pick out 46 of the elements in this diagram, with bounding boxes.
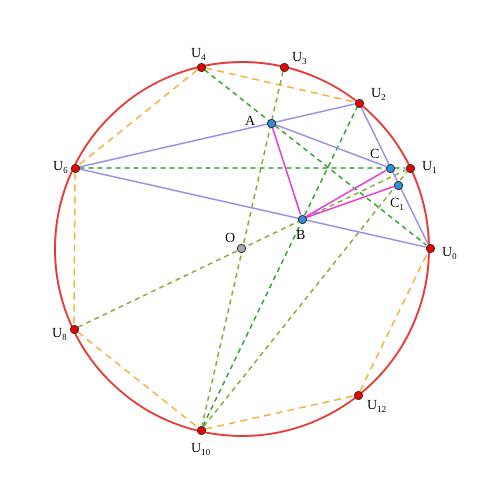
point-label: U$_{12}$ <box>367 399 386 414</box>
dashed-line <box>78 69 198 166</box>
dashed-line <box>205 67 355 103</box>
point-marker <box>354 390 362 400</box>
point-label: B <box>296 229 306 243</box>
point-label: U$_{6}$ <box>53 160 68 175</box>
point-label: U$_{4}$ <box>191 47 206 62</box>
point-label: O <box>225 232 236 246</box>
point-label: U$_{3}$ <box>292 51 307 66</box>
dashed-line <box>203 171 408 427</box>
point-label: A <box>245 115 256 129</box>
point-label: U$_{2}$ <box>371 87 386 102</box>
dashed-line <box>205 395 354 430</box>
point-label: C <box>370 148 380 162</box>
point-marker <box>354 98 364 108</box>
point-marker <box>406 164 414 172</box>
dashed-line <box>73 172 76 324</box>
dashed-line <box>201 71 284 426</box>
dashed-line <box>80 167 406 169</box>
point-marker <box>70 164 80 172</box>
point-marker <box>266 118 276 128</box>
line-segment <box>360 106 429 244</box>
point-marker <box>386 164 394 172</box>
point-marker <box>70 324 78 334</box>
point-marker <box>426 244 434 252</box>
point-marker <box>280 62 288 72</box>
line-segment <box>272 127 302 215</box>
point-label: U$_{8}$ <box>52 327 67 342</box>
point-label: U$_{1}$ <box>422 160 437 175</box>
point-label: U$_{10}$ <box>191 442 210 457</box>
point-label: C$_{1}$ <box>390 197 404 212</box>
dashed-line <box>204 69 427 246</box>
point-marker <box>196 62 206 72</box>
line-segment <box>79 168 426 248</box>
line-segment <box>306 186 394 218</box>
dashed-line <box>202 106 358 426</box>
line-segment <box>79 103 355 168</box>
point-marker <box>196 426 206 434</box>
point-marker <box>298 214 306 224</box>
point-marker <box>236 244 246 252</box>
dashed-line <box>78 169 406 328</box>
point-marker <box>394 180 402 190</box>
line-segment <box>306 170 386 218</box>
point-label: U$_{0}$ <box>442 246 457 261</box>
dashed-line <box>77 331 198 428</box>
line-segment <box>274 124 386 168</box>
